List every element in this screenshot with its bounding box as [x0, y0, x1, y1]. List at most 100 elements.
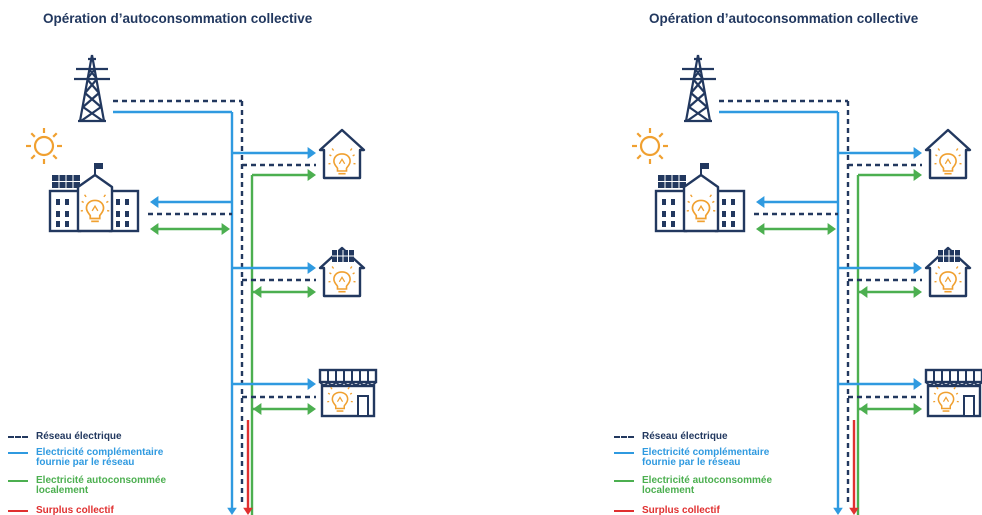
diagram-title: Opération d’autoconsommation collective	[649, 11, 919, 26]
school-with-solar-icon	[654, 163, 746, 233]
window	[671, 211, 675, 217]
window	[116, 211, 120, 217]
arrow-right-blue	[913, 147, 922, 159]
window	[65, 199, 69, 205]
legend-swatch	[614, 452, 634, 454]
window	[125, 221, 129, 227]
arrow-right-green	[827, 223, 836, 235]
arrow-left-green	[859, 286, 868, 298]
legend-label-line: Electricité complémentaire	[36, 447, 164, 458]
legend-label-line: Electricité autoconsommée	[36, 475, 167, 486]
lightbulb-icon	[933, 386, 959, 412]
legend-swatch	[8, 510, 28, 512]
legend-label-line: localement	[642, 485, 695, 496]
window	[662, 199, 666, 205]
arrow-down-blue	[227, 507, 237, 515]
legend-swatch	[614, 480, 634, 482]
legend-label: Surplus collectif	[642, 506, 720, 515]
window	[722, 211, 726, 217]
window	[731, 221, 735, 227]
house-icon	[924, 128, 972, 180]
lightbulb-icon	[686, 194, 716, 223]
window	[671, 221, 675, 227]
arrow-left-green	[756, 223, 765, 235]
legend-label: Réseau électrique	[36, 432, 122, 442]
window	[125, 211, 129, 217]
arrow-down-red	[243, 507, 253, 515]
window	[116, 221, 120, 227]
lightbulb-icon	[328, 148, 356, 175]
arrow-left-green	[253, 286, 262, 298]
arrow-right-blue	[307, 147, 316, 159]
flag-icon	[701, 163, 709, 169]
legend-label: Surplus collectif	[36, 506, 114, 515]
window	[125, 199, 129, 205]
pylon-icon	[74, 54, 110, 123]
arrow-right-green	[913, 286, 922, 298]
lightbulb-icon	[934, 148, 962, 175]
solar-panel-icon	[658, 175, 686, 188]
arrow-left-green	[859, 403, 868, 415]
school-with-solar-icon	[48, 163, 140, 233]
arrow-right-green	[221, 223, 230, 235]
arrow-right-green	[307, 403, 316, 415]
network-svg	[632, 54, 982, 515]
legend-label-line: Surplus collectif	[36, 505, 114, 515]
sun-icon	[632, 128, 668, 164]
window	[56, 199, 60, 205]
arrow-left-blue	[756, 196, 765, 208]
window	[722, 199, 726, 205]
arrow-right-blue	[307, 378, 316, 390]
window	[662, 211, 666, 217]
legend-label-line: Electricité autoconsommée	[642, 475, 773, 486]
arrow-left-blue	[150, 196, 159, 208]
window	[56, 221, 60, 227]
arrow-right-blue	[913, 378, 922, 390]
legend-swatch	[614, 436, 634, 438]
arrow-right-green	[913, 403, 922, 415]
arrow-left-green	[150, 223, 159, 235]
arrow-right-blue	[913, 262, 922, 274]
arrow-right-green	[913, 169, 922, 181]
network-svg	[26, 54, 378, 515]
arrow-down-blue	[833, 507, 843, 515]
legend-label-line: Réseau électrique	[36, 431, 122, 442]
window	[671, 199, 675, 205]
solar-panel-icon	[52, 175, 80, 188]
window	[722, 221, 726, 227]
house-with-solar-icon	[924, 246, 972, 298]
house-icon	[318, 128, 366, 180]
lightbulb-icon	[934, 266, 962, 293]
window	[116, 199, 120, 205]
legend-label-line: localement	[36, 485, 89, 496]
window	[56, 211, 60, 217]
arrow-right-green	[307, 286, 316, 298]
window	[65, 211, 69, 217]
solar-panel-icon	[938, 250, 960, 262]
flag-icon	[95, 163, 103, 169]
arrow-left-green	[253, 403, 262, 415]
arrow-right-blue	[307, 262, 316, 274]
legend-swatch	[8, 452, 28, 454]
legend-label-line: fournie par le réseau	[36, 457, 135, 468]
legend-swatch	[8, 436, 28, 438]
lightbulb-icon	[80, 194, 110, 223]
solar-panel-icon	[332, 250, 354, 262]
window	[731, 199, 735, 205]
window	[662, 221, 666, 227]
window	[731, 211, 735, 217]
legend-label-line: Electricité complémentaire	[642, 447, 770, 458]
diagram-title: Opération d’autoconsommation collective	[43, 11, 313, 26]
legend-label-line: fournie par le réseau	[642, 457, 741, 468]
arrow-right-green	[307, 169, 316, 181]
legend-label-line: Réseau électrique	[642, 431, 728, 442]
legend-swatch	[614, 510, 634, 512]
legend-label: Réseau électrique	[642, 432, 728, 442]
lightbulb-icon	[327, 386, 353, 412]
